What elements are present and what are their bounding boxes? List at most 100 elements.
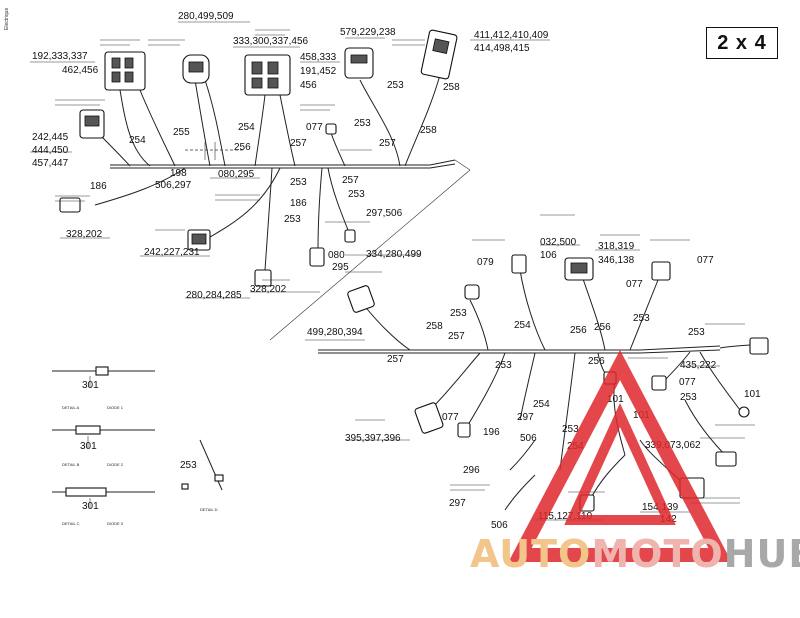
part-label: 253 <box>354 118 371 129</box>
part-label: 435,222 <box>680 360 717 371</box>
part-label: 257 <box>448 331 465 342</box>
part-label: 506,297 <box>155 180 192 191</box>
part-label: 462,456 <box>62 65 99 76</box>
detail-c-label: DETAIL C <box>62 521 80 526</box>
part-label: 297 <box>449 498 466 509</box>
part-label: 254 <box>129 135 146 146</box>
part-label: 032,500 <box>540 237 577 248</box>
part-label: 198 <box>170 168 187 179</box>
part-label: 242,445 <box>32 132 69 143</box>
part-label: 254 <box>533 399 550 410</box>
part-label: 579,229,238 <box>340 27 396 38</box>
part-label: 077 <box>697 255 714 266</box>
part-label: 280,499,509 <box>178 11 234 22</box>
part-label: 333,300,337,456 <box>233 36 309 47</box>
part-label: 297,506 <box>366 208 403 219</box>
part-label: 077 <box>306 122 323 133</box>
part-label: 115,127,110 <box>538 511 593 522</box>
part-label: 258 <box>420 125 437 136</box>
side-note: Electrique <box>4 7 10 30</box>
part-label: 196 <box>483 427 500 438</box>
watermark-triangle-inner <box>564 402 676 525</box>
part-label: 101 <box>744 389 761 400</box>
part-label: 253 <box>680 392 697 403</box>
part-label: 328,202 <box>250 284 287 295</box>
part-label: 414,498,415 <box>474 43 530 54</box>
part-label: 256 <box>594 322 611 333</box>
part-label: 257 <box>379 138 396 149</box>
part-label: 255 <box>173 127 190 138</box>
upper-branches <box>94 74 441 271</box>
detail-drawings <box>52 366 224 508</box>
watermark-text: AUTOMOTOHUB <box>470 532 800 576</box>
part-label: 242,227,231 <box>144 247 200 258</box>
part-label: 253 <box>562 424 579 435</box>
part-label: 328,202 <box>66 229 103 240</box>
part-label: 253 <box>495 360 512 371</box>
part-label: 256 <box>234 142 251 153</box>
part-label: 258 <box>426 321 443 332</box>
part-label: 411,412,410,409 <box>474 30 549 41</box>
part-label: 106 <box>540 250 557 261</box>
part-label: 253 <box>348 189 365 200</box>
part-label: 301 <box>80 441 97 452</box>
detail-b-label: DETAIL B <box>62 462 80 467</box>
part-label: 077 <box>442 412 459 423</box>
detail-c-sub: DIODE 3 <box>107 521 124 526</box>
part-label: 256 <box>588 356 605 367</box>
part-label: 253 <box>450 308 467 319</box>
part-label: 395,397,396 <box>345 433 401 444</box>
part-label: 080 <box>328 250 345 261</box>
part-label: 079 <box>477 257 494 268</box>
part-label: 186 <box>290 198 307 209</box>
part-label: 253 <box>688 327 705 338</box>
watermark-part-1: AUTO <box>470 532 592 576</box>
detail-a-sub: DIODE 1 <box>107 405 124 410</box>
part-label: 254 <box>514 320 531 331</box>
part-label: 253 <box>180 460 197 471</box>
connectors-upper <box>59 29 458 287</box>
part-label: 077 <box>626 279 643 290</box>
part-label: 301 <box>82 380 99 391</box>
part-label: 346,138 <box>598 255 635 266</box>
part-label: 506 <box>520 433 537 444</box>
part-label: 301 <box>82 501 99 512</box>
part-label: 458,333 <box>300 52 337 63</box>
part-label: 191,452 <box>300 66 337 77</box>
part-label: 297 <box>517 412 534 423</box>
part-label: 456 <box>300 80 317 91</box>
part-label: 253 <box>284 214 301 225</box>
part-label: 506 <box>491 520 508 531</box>
part-label: 077 <box>679 377 696 388</box>
caption-marks <box>55 29 755 504</box>
part-label: 192,333,337 <box>32 51 88 62</box>
part-label: 444,450 <box>32 145 69 156</box>
part-label: 257 <box>290 138 307 149</box>
part-label: 101 <box>607 394 624 405</box>
part-label: 186 <box>90 181 107 192</box>
part-label: 339,073,062 <box>645 440 701 451</box>
part-label: 280,284,285 <box>186 290 242 301</box>
detail-a-label: DETAIL A <box>62 405 79 410</box>
part-label: 253 <box>387 80 404 91</box>
detail-d-label: DETAIL D <box>200 507 218 512</box>
part-label: 253 <box>290 177 307 188</box>
part-label: 295 <box>332 262 349 273</box>
part-label: 256 <box>570 325 587 336</box>
part-label: 318,319 <box>598 241 635 252</box>
model-badge: 2 x 4 <box>706 27 778 59</box>
watermark-triangle-outer <box>508 349 732 562</box>
part-label: 334,280,499 <box>366 249 422 260</box>
watermark-part-3: HUB <box>723 532 800 576</box>
watermark-part-2: MOTO <box>591 532 724 576</box>
part-label: 258 <box>443 82 460 93</box>
part-label: 080,295 <box>218 169 255 180</box>
part-label: 257 <box>342 175 359 186</box>
part-label: 499,280,394 <box>307 327 363 338</box>
part-label: 254 <box>238 122 255 133</box>
part-label: 253 <box>633 313 650 324</box>
detail-b-sub: DIODE 2 <box>107 462 124 467</box>
part-label: 457,447 <box>32 158 69 169</box>
